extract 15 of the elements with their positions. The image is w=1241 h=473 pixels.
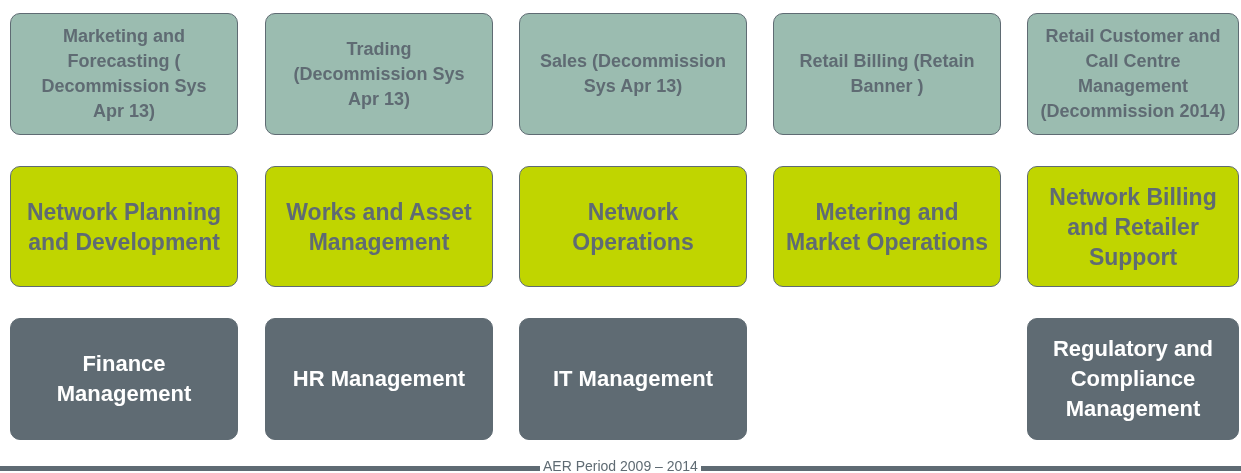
period-label: AER Period 2009 – 2014	[543, 458, 698, 473]
network-function-box: Network Planning and Development	[10, 166, 238, 287]
support-function-box: Finance Management	[10, 318, 238, 440]
support-function-box: Regulatory and Compliance Management	[1027, 318, 1239, 440]
function-box: Sales (Decommission Sys Apr 13)	[519, 13, 747, 135]
function-box: Retail Billing (Retain Banner )	[773, 13, 1001, 135]
function-box: Trading (Decommission Sys Apr 13)	[265, 13, 493, 135]
function-box: Marketing and Forecasting ( Decommission Sys Apr 13)	[10, 13, 238, 135]
network-function-box: Network Billing and Retailer Support	[1027, 166, 1239, 287]
network-function-box: Works and Asset Management	[265, 166, 493, 287]
network-function-box: Network Operations	[519, 166, 747, 287]
network-function-box: Metering and Market Operations	[773, 166, 1001, 287]
support-function-box: IT Management	[519, 318, 747, 440]
function-box: Retail Customer and Call Centre Management (Decommission 2014)	[1027, 13, 1239, 135]
support-function-box: HR Management	[265, 318, 493, 440]
